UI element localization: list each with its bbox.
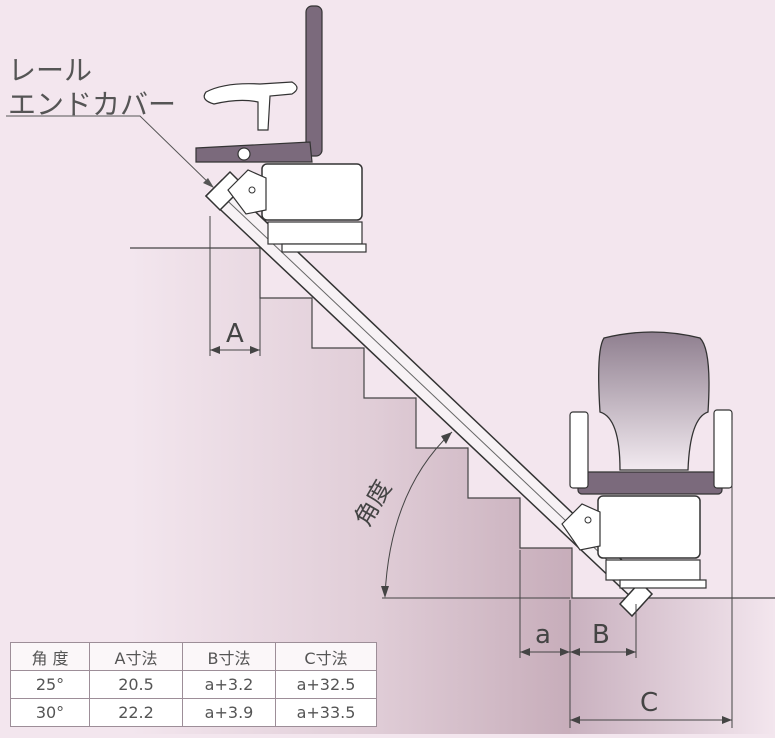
table-row: 25° 20.5 a+3.2 a+32.5 [10,670,377,699]
lower-bolt [584,516,592,524]
upper-footrest [267,221,363,245]
lower-footrest [605,559,701,581]
dimension-arrowheads [520,648,732,724]
dimension-a-label: a [535,620,551,650]
table-cell: a+32.5 [275,670,377,699]
callout-line-1: レール [8,54,93,87]
rail-end-cover-bottom [618,580,654,618]
lower-seat [577,471,723,495]
upper-base-plate [281,243,367,253]
staircase [130,248,572,734]
callout-line-2: エンドカバー [8,88,177,121]
callout-arrowhead [203,178,214,188]
table-header: 角 度 [10,642,90,671]
lower-body [597,495,701,559]
dimension-table: 角 度 A寸法 B寸法 C寸法 25° 20.5 a+3.2 a+32.5 30… [10,642,377,727]
upper-armrest [203,81,298,131]
table-cell: a+33.5 [275,698,377,727]
table-header: B寸法 [182,642,276,671]
table-cell: a+3.9 [182,698,276,727]
angle-indicator [382,431,570,599]
table-cell: 25° [10,670,90,699]
angle-arrow-bottom [381,586,389,598]
table-header: A寸法 [89,642,183,671]
table-header: C寸法 [275,642,377,671]
upper-stairlift [195,5,367,253]
upper-bolt [248,186,256,194]
lower-carriage [561,503,601,551]
table-row: 30° 22.2 a+3.9 a+33.5 [10,698,377,727]
angle-arrow-top [441,432,452,444]
stair-outline [130,247,775,599]
upper-seat [195,141,313,163]
lower-stairlift [561,331,733,589]
lower-right-armrest [713,409,733,489]
lower-left-armrest [569,411,589,489]
lower-backrest [598,331,710,471]
table-cell: 22.2 [89,698,183,727]
dimension-A-label: A [226,319,244,349]
dimension-A [209,216,261,356]
floor-shading [570,598,775,734]
callout-leader [6,115,215,189]
table-cell: a+3.2 [182,670,276,699]
table-cell: 30° [10,698,90,727]
lower-base-plate [619,579,707,589]
upper-backrest [305,5,323,157]
dimension-lines [519,420,733,728]
dimension-B-label: B [592,620,610,650]
upper-knob [237,147,251,161]
upper-carriage [227,169,267,215]
rail-end-cover-callout: レール エンドカバー [8,54,176,122]
upper-body [261,163,363,221]
table-header-row: 角 度 A寸法 B寸法 C寸法 [10,642,377,671]
dimension-C-label: C [640,688,658,718]
table-cell: 20.5 [89,670,183,699]
